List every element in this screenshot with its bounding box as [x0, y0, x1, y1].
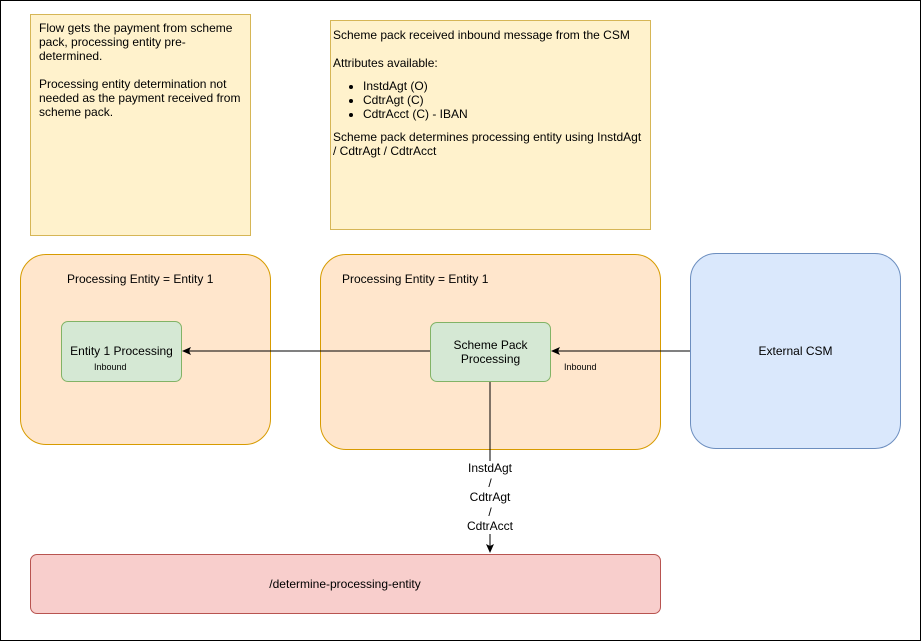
- edge-label-line: InstdAgt: [467, 461, 513, 475]
- attribute-list: InstdAgt (O) CdtrAgt (C) CdtrAcct (C) - …: [333, 79, 642, 121]
- note-right-attributes-heading: Attributes available:: [333, 56, 438, 70]
- note-right-conclusion: Scheme pack determines processing entity…: [333, 130, 642, 158]
- edge-label-line: CdtrAcct: [466, 519, 513, 533]
- note-left-line1: Flow gets the payment from scheme pack, …: [39, 21, 233, 63]
- external-csm-label: External CSM: [758, 344, 833, 358]
- edge-label-determination-attributes: InstdAgt / CdtrAgt / CdtrAcct: [460, 461, 520, 534]
- note-right-intro: Scheme pack received inbound message fro…: [333, 28, 630, 42]
- determine-processing-entity-label: /determine-processing-entity: [269, 577, 421, 591]
- note-right: Scheme pack received inbound message fro…: [330, 20, 651, 230]
- entity1-processing-label: Entity 1 Processing: [70, 344, 173, 358]
- determine-processing-entity-node[interactable]: /determine-processing-entity: [30, 554, 661, 614]
- attribute-item: CdtrAgt (C): [363, 93, 642, 107]
- entity1-processing-node[interactable]: Entity 1 Processing: [61, 321, 182, 382]
- scheme-pack-processing-label: Scheme Pack Processing: [453, 338, 528, 366]
- note-left-line2: Processing entity determination not need…: [39, 77, 241, 119]
- group-left-title: Processing Entity = Entity 1: [67, 272, 214, 286]
- edge-label-line: /: [488, 475, 492, 490]
- note-left: Flow gets the payment from scheme pack, …: [30, 14, 251, 236]
- edge-label-inbound-left: Inbound: [94, 362, 127, 372]
- group-middle-title: Processing Entity = Entity 1: [342, 272, 489, 286]
- external-csm-node[interactable]: External CSM: [690, 253, 901, 449]
- scheme-pack-processing-node[interactable]: Scheme Pack Processing: [430, 322, 551, 382]
- edge-label-line: CdtrAgt: [469, 490, 511, 504]
- attribute-item: InstdAgt (O): [363, 79, 642, 93]
- edge-label-line: /: [488, 504, 492, 519]
- attribute-item: CdtrAcct (C) - IBAN: [363, 107, 642, 121]
- edge-label-inbound-right: Inbound: [564, 362, 597, 372]
